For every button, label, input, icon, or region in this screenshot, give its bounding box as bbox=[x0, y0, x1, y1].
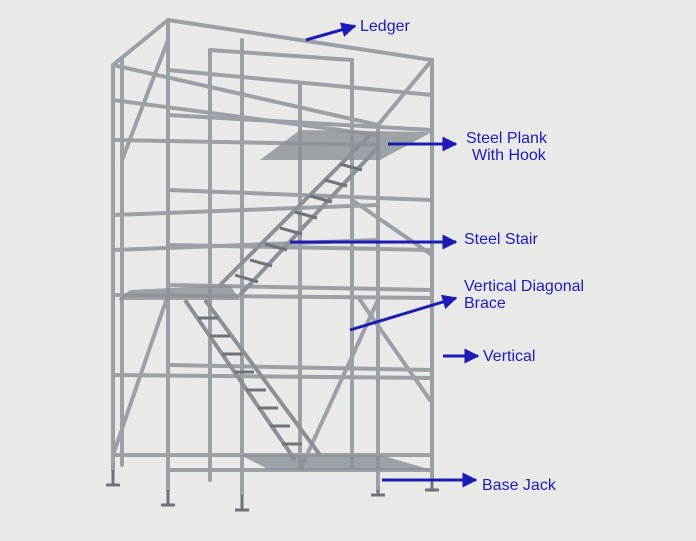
label-steel-plank: Steel Plank With Hook bbox=[466, 130, 547, 164]
arrow-ledger bbox=[305, 22, 357, 42]
stair-treads bbox=[198, 162, 363, 446]
label-steel-plank-line2: With Hook bbox=[472, 147, 546, 164]
label-vertical-diagonal-brace: Vertical Diagonal Brace bbox=[464, 278, 584, 312]
arrow-brace bbox=[349, 294, 458, 332]
callout-arrows bbox=[290, 22, 480, 488]
label-steel-stair: Steel Stair bbox=[464, 231, 538, 248]
label-brace-line1: Vertical Diagonal bbox=[464, 278, 585, 295]
label-brace-line2: Brace bbox=[464, 295, 506, 312]
label-ledger: Ledger bbox=[360, 18, 410, 35]
base-jacks bbox=[106, 470, 439, 512]
label-base-jack: Base Jack bbox=[482, 477, 556, 494]
label-vertical: Vertical bbox=[483, 348, 536, 365]
label-steel-plank-line1: Steel Plank bbox=[466, 130, 547, 147]
steel-planks bbox=[118, 130, 432, 470]
